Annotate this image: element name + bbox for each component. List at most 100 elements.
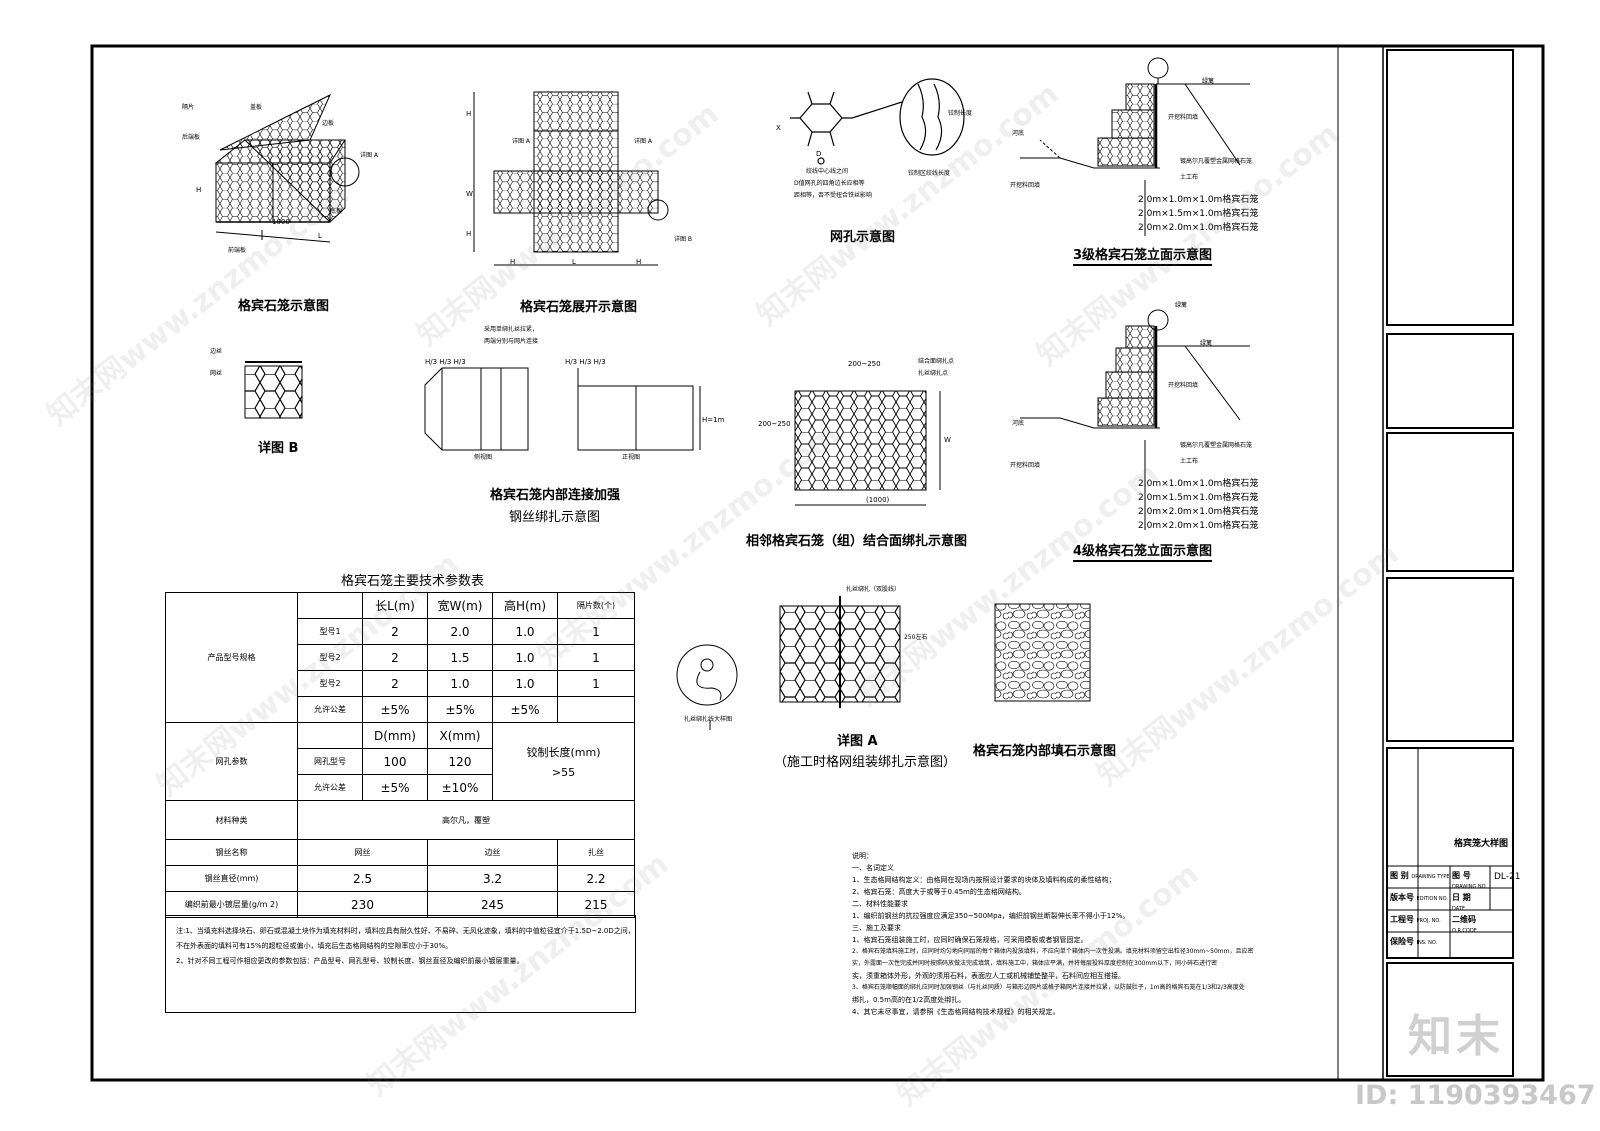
detail-a-label: 扎丝绑扎线大样图 — [684, 716, 733, 723]
level4-elevation — [1020, 309, 1250, 530]
table-row: 材料种类 高尔凡，覆塑 — [165, 800, 635, 840]
unfold-label: H — [510, 258, 516, 266]
gabion-label: L — [318, 232, 322, 240]
level3-figure-title: 3级格宾石笼立面示意图 — [1073, 244, 1213, 266]
adjacent-label: 结合面绑扎点 — [918, 358, 955, 365]
id-text: ID: 1190393467 — [1355, 1080, 1596, 1111]
mesh-label: 铰制长度 — [948, 110, 973, 117]
gabion-label: 前端板 — [228, 247, 247, 254]
description-block: 说明： 一、名词定义 1、生态格网结构定义：由格网在现场内按照设计要求的块体及填… — [852, 852, 1254, 1016]
unfold-label: 详图 A — [634, 138, 653, 145]
mesh-label: D — [816, 150, 822, 158]
mesh-hole-drawing — [790, 78, 965, 165]
unfold-drawing — [473, 91, 669, 266]
adjacent-figure-title: 相邻格宾石笼（组）结合面绑扎示意图 — [746, 534, 968, 549]
inner-side-label: 侧视图 — [474, 454, 493, 461]
stone-fill-drawing — [994, 603, 1091, 702]
table-row: 钢丝直径(mm) 2.5 3.2 2.2 — [165, 865, 635, 892]
mesh-note: 绞线中心线之间 — [806, 168, 849, 175]
level3-spec: 2.0m×2.0m×1.0m格宾石笼 — [1138, 223, 1259, 233]
gabion-label: 后端板 — [182, 134, 201, 141]
title-row-label: 工程号 PROJ. NO. — [1390, 915, 1441, 924]
detail-b-drawing — [244, 361, 303, 419]
gabion-label: 底板 — [330, 208, 343, 215]
unfold-label: L — [572, 258, 576, 266]
mesh-label: X — [776, 124, 781, 132]
inner-connection-drawing — [424, 367, 701, 451]
unfold-label: H — [466, 230, 472, 238]
mesh-label: 铰制区绞线长度 — [908, 170, 951, 177]
mesh-group-cell: 网孔参数 — [165, 722, 298, 801]
unfold-label: H — [466, 110, 472, 118]
level3-label: 镀高尔凡覆塑金属网格石笼 — [1180, 158, 1253, 165]
unfold-label: 详图 A — [512, 138, 531, 145]
table-row: 型号2 2 1.5 1.0 1 — [166, 644, 635, 671]
level4-label: 镀高尔凡覆塑金属网格石笼 — [1180, 442, 1253, 449]
title-row-label: 图 别 DRAWING TYPE — [1390, 871, 1450, 880]
adjacent-label: W — [944, 436, 951, 444]
adjacent-label: 200~250 — [758, 420, 791, 428]
level4-label: 土工布 — [1180, 458, 1199, 465]
twist-cell: 铰制长度(mm) >55 — [492, 722, 635, 801]
table-row: 钢丝名称 网丝 边丝 扎丝 — [165, 839, 635, 866]
inner-h1m-label: H=1m — [702, 416, 725, 424]
level4-label: 绿篱 — [1200, 340, 1213, 347]
inner-figure-title: 格宾石笼内部连接加强 — [490, 488, 621, 503]
level3-spec: 2.0m×1.0m×1.0m格宾石笼 — [1138, 195, 1259, 205]
notes-box — [165, 915, 636, 1013]
level4-spec: 2.0m×1.5m×1.0m格宾石笼 — [1138, 493, 1259, 503]
adjacent-mesh-drawing — [794, 390, 941, 506]
gabion-label: 盖板 — [250, 104, 263, 111]
adjacent-label: (1000) — [866, 496, 890, 504]
drawing-name: 格宾笼大样图 — [1454, 839, 1509, 849]
inner-front-label: 正视图 — [622, 454, 641, 461]
level4-label: 开挖料回填 — [1010, 462, 1041, 469]
table-row: 允许公差 ±5% ±5% ±5% — [166, 696, 635, 723]
detail-b-label: 边丝 — [210, 348, 223, 355]
gabion-figure-title: 格宾石笼示意图 — [238, 299, 330, 314]
detail-a-subtitle: （施工时格网组装绑扎示意图） — [774, 755, 957, 770]
detail-a-label: 扎丝绑扎（双股线） — [846, 586, 901, 593]
title-row-label: 保险号 INS. NO. — [1390, 937, 1438, 946]
param-notes: 注:1、当填充料选择块石、卵石或混凝土块作为填充材料时，填料应具有耐久性好、不易… — [176, 927, 635, 965]
param-table: 产品型号规格 长L(m) 宽W(m) 高H(m) 隔片数(个) 型号1 2 2.… — [165, 592, 635, 918]
level3-label: 开挖料回填 — [1168, 114, 1199, 121]
inner-dims: H/3 H/3 H/3 — [565, 358, 606, 366]
mesh-figure-title: 网孔示意图 — [830, 230, 896, 245]
detail-a-title: 详图 A — [837, 734, 878, 749]
inner-dims: H/3 H/3 H/3 — [425, 358, 466, 366]
table-row: 网孔型号 100 120 — [166, 748, 635, 775]
adjacent-label: 扎丝绑扎点 — [918, 370, 949, 377]
level3-spec: 2.0m×1.5m×1.0m格宾石笼 — [1138, 209, 1259, 219]
param-header: 高H(m) — [492, 592, 558, 619]
spec-group-cell: 产品型号规格 — [165, 592, 298, 723]
level3-label: 河底 — [1012, 130, 1025, 137]
detail-a-drawing — [676, 596, 901, 730]
gabion-label: 详图 A — [360, 152, 379, 159]
level4-spec: 2.0m×1.0m×1.0m格宾石笼 — [1138, 479, 1259, 489]
unfold-label: W — [466, 190, 473, 198]
table-row: 型号2 2 1.0 1.0 1 — [166, 670, 635, 697]
level3-label: 绿篱 — [1202, 78, 1215, 85]
level3-label: 开挖料回填 — [1010, 182, 1041, 189]
mesh-note: D值网孔的四角边长应相等 — [794, 180, 865, 187]
detail-b-title: 详图 B — [258, 441, 299, 456]
drawing-number: DL-21 — [1494, 872, 1521, 882]
param-header: 长L(m) — [362, 592, 428, 619]
adjacent-label: 200~250 — [848, 360, 881, 368]
brand-logo: 知末 — [1408, 1011, 1504, 1062]
unfold-label: H — [636, 258, 642, 266]
level4-spec: 2.0m×2.0m×1.0m格宾石笼 — [1138, 507, 1259, 517]
table-row: 编织前最小镀层量(g/m 2) 230 245 215 — [165, 891, 635, 918]
param-table-title: 格宾石笼主要技术参数表 — [341, 574, 485, 589]
level4-figure-title: 4级格宾石笼立面示意图 — [1073, 540, 1213, 562]
detail-b-label: 网丝 — [210, 370, 223, 377]
level4-label: 开挖料回填 — [1168, 382, 1199, 389]
gabion-label: 隔片 — [182, 104, 195, 111]
level3-elevation — [1020, 57, 1250, 236]
stone-fill-title: 格宾石笼内部填石示意图 — [973, 744, 1117, 759]
